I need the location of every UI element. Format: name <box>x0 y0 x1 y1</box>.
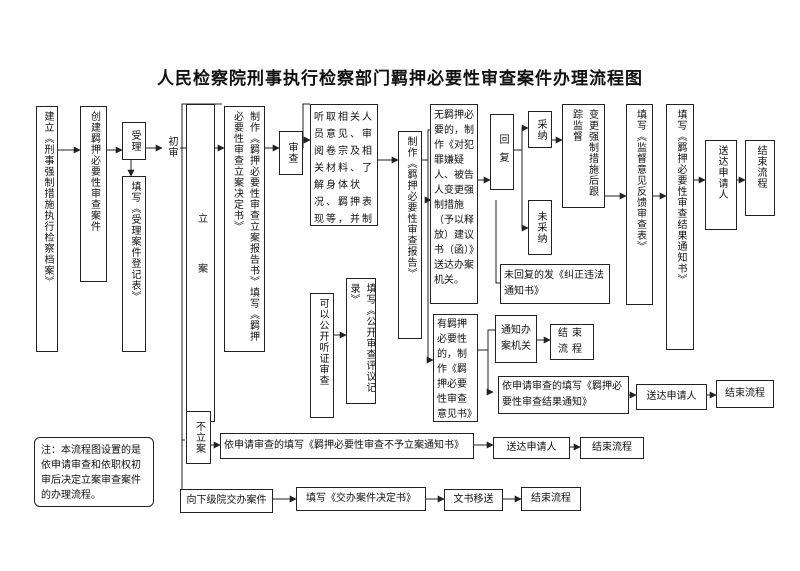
need-label: 有羁押必要性的，制作《羁押必要性审查意见书》 <box>437 319 477 420</box>
deliver-applicant-label-3: 送达申请人 <box>506 442 557 453</box>
end-flow-box-1: 结束流程 <box>745 140 775 216</box>
result-notice-box: 填写《羁押必要性审查结果通知书》 <box>666 104 694 350</box>
public-hearing-box: 可以公开听证审查 <box>310 293 334 418</box>
accept-box: 受理 <box>122 122 146 160</box>
no-reply-label: 未回复的发《纠正违法通知书》 <box>504 270 604 297</box>
end-flow-label-2: 结束流程 <box>558 328 586 355</box>
filing-report-label: 制作《羁押必要性审查立案报告书》填写《羁押必要性审查立案决定书》 <box>231 111 259 342</box>
line-need-branch <box>478 329 495 351</box>
not-adopt-label: 未采纳 <box>535 211 546 244</box>
line-reply-adopt <box>514 124 529 151</box>
deliver-applicant-box-2: 送达申请人 <box>636 384 707 410</box>
end-flow-label-5: 结束流程 <box>531 493 571 504</box>
fill-hearing-label: 填写《公开审查评议记录》 <box>348 283 375 393</box>
deliver-applicant-label-1: 送达申请人 <box>716 145 727 200</box>
end-flow-label-4: 结束流程 <box>592 442 632 453</box>
fill-transfer-label: 填写《交办案件决定书》 <box>306 493 416 504</box>
notify-agency-label: 通知办案机关 <box>501 325 531 352</box>
initial-review-box: 初审 <box>162 122 180 172</box>
supervise-box: 填写《监督意见反馈审查表》 <box>626 104 653 305</box>
archive-box: 建立《刑事强制措施执行检察档案》 <box>36 106 58 352</box>
not-file-label: 不立案 <box>193 421 205 454</box>
listen-box: 听取相关人员意见、审阅卷宗及相关材料、了解身体状况、羁押表现等，并制作相关文书 <box>310 104 378 226</box>
end-flow-box-3: 结束流程 <box>716 380 774 408</box>
review-report-label: 制作《羁押必要性审查报告》 <box>405 136 416 279</box>
transfer-case-box: 向下级院交办案件 <box>180 489 273 513</box>
initial-review-label: 初审 <box>166 136 177 158</box>
no-need-box: 无羁押必要的，制作《对犯罪嫌疑人、被告人变更强制措施（予以释放）建议书（函）》送… <box>430 104 478 304</box>
line-review-branch <box>302 103 310 148</box>
not-file-notice-box: 依申请审查的填写《羁押必要性审查不予立案通知书》 <box>220 433 474 459</box>
filing-report-box: 制作《羁押必要性审查立案报告书》填写《羁押必要性审查立案决定书》 <box>224 106 265 352</box>
not-file-box: 不立案 <box>186 411 211 464</box>
fill-hearing-box: 填写《公开审查评议记录》 <box>346 278 376 404</box>
fill-registration-box: 填写《受理案件登记表》 <box>122 176 146 352</box>
notify-agency-box: 通知办案机关 <box>495 315 537 363</box>
end-flow-label-3: 结束流程 <box>725 388 765 399</box>
adopt-label: 采纳 <box>535 118 546 141</box>
transfer-case-label: 向下级院交办案件 <box>186 495 267 506</box>
track-label: 变更强制措施后跟踪监督 <box>570 109 598 197</box>
fill-transfer-box: 填写《交办案件决定书》 <box>296 487 426 511</box>
not-adopt-box: 未采纳 <box>528 200 552 255</box>
note-box: 注：本流程图设置的是依申请审查和依职权初审后决定立案审查案件的办理流程。 <box>34 437 154 507</box>
public-hearing-label: 可以公开听证审查 <box>317 298 328 386</box>
file-case-box: 立案 <box>186 104 215 422</box>
end-flow-box-2: 结束流程 <box>550 324 594 360</box>
line-reply-noreply <box>495 200 500 284</box>
deliver-applicant-box-1: 送达申请人 <box>705 140 737 230</box>
review-box: 审查 <box>279 131 303 175</box>
end-flow-box-5: 结束流程 <box>521 487 581 511</box>
no-need-label: 无羁押必要的，制作《对犯罪嫌疑人、被告人变更强制措施（予以释放）建议书（函）》送… <box>434 110 474 286</box>
supervise-label: 填写《监督意见反馈审查表》 <box>634 109 646 252</box>
fill-registration-label: 填写《受理案件登记表》 <box>129 181 140 302</box>
note-label: 注：本流程图设置的是依申请审查和依职权初审后决定立案审查案件的办理流程。 <box>41 445 141 501</box>
end-flow-label-1: 结束流程 <box>755 145 766 189</box>
archive-label: 建立《刑事强制措施执行检察档案》 <box>42 111 53 287</box>
need-box: 有羁押必要性的，制作《羁押必要性审查意见书》 <box>433 314 478 422</box>
not-file-notice-label: 依申请审查的填写《羁押必要性审查不予立案通知书》 <box>224 440 464 451</box>
document-transfer-label: 文书移送 <box>453 494 494 505</box>
reply-box: 回复 <box>490 114 514 190</box>
review-label: 审查 <box>286 142 297 164</box>
listen-label: 听取相关人员意见、审阅卷宗及相关材料、了解身体状况、羁押表现等，并制作相关文书 <box>314 112 374 225</box>
line-reply-notadopt <box>521 150 529 232</box>
create-case-label: 创建羁押必要性审查案件 <box>88 111 100 232</box>
track-box: 变更强制措施后跟踪监督 <box>562 104 605 208</box>
end-flow-box-4: 结束流程 <box>580 437 644 459</box>
reply-label: 回复 <box>497 134 508 170</box>
deliver-applicant-box-3: 送达申请人 <box>493 437 570 459</box>
accept-label: 受理 <box>129 130 140 152</box>
apply-result-box: 依申请审查的填写《羁押必要性审查结果通知》 <box>498 376 629 414</box>
page-title: 人民检察院刑事执行检察部门羁押必要性审查案件办理流程图 <box>157 69 643 89</box>
file-case-label: 立案 <box>195 213 207 313</box>
document-transfer-box: 文书移送 <box>444 489 503 511</box>
deliver-applicant-label-2: 送达申请人 <box>646 391 697 402</box>
no-reply-box: 未回复的发《纠正违法通知书》 <box>500 264 610 304</box>
line-report2-branch <box>422 129 430 161</box>
review-report-box: 制作《羁押必要性审查报告》 <box>398 131 422 339</box>
line-need-apply <box>486 350 494 396</box>
result-notice-label: 填写《羁押必要性审查结果通知书》 <box>675 109 686 285</box>
line-report2-need <box>426 160 434 364</box>
adopt-box: 采纳 <box>528 111 552 148</box>
apply-result-label: 依申请审查的填写《羁押必要性审查结果通知》 <box>502 381 622 408</box>
create-case-box: 创建羁押必要性审查案件 <box>80 106 107 282</box>
